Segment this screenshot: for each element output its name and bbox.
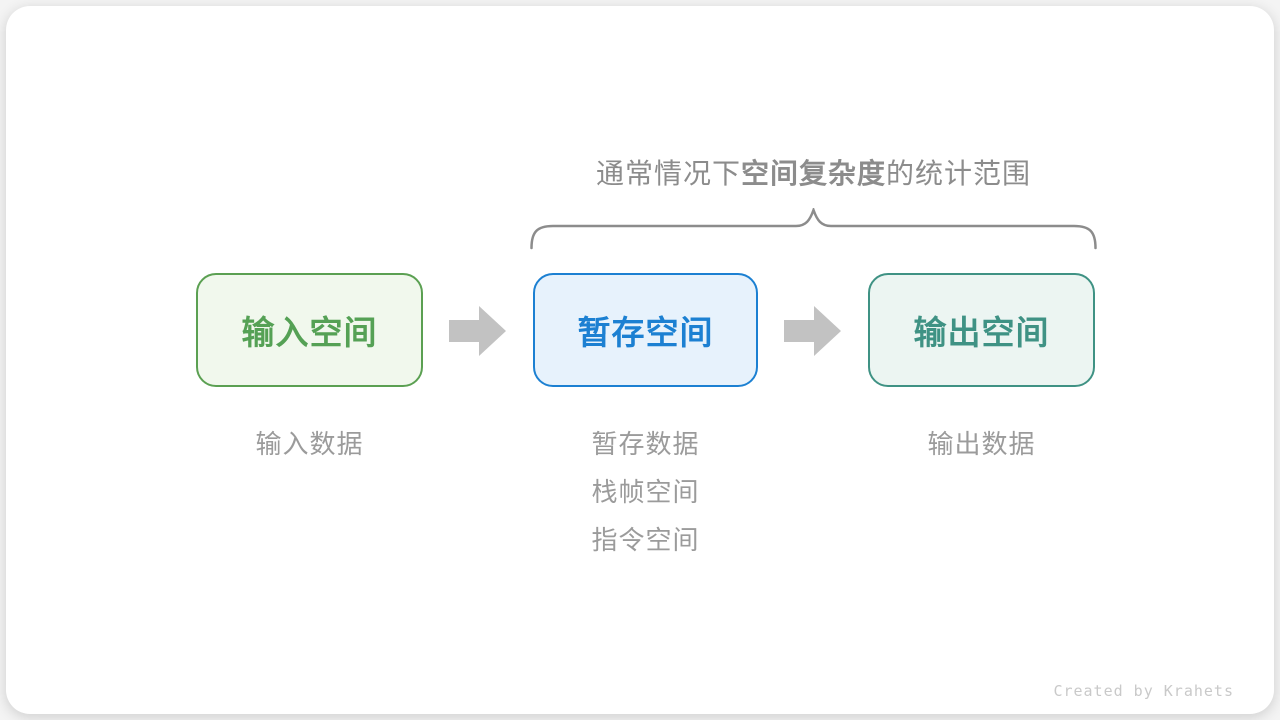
note-stack-frame-space: 栈帧空间 bbox=[591, 477, 700, 507]
box-temporary-space: 暂存空间 bbox=[533, 273, 758, 387]
notes-output-space: 输出数据 bbox=[868, 420, 1095, 468]
box-input-space: 输入空间 bbox=[196, 273, 423, 387]
title-prefix: 通常情况下 bbox=[595, 158, 741, 189]
notes-input-space: 输入数据 bbox=[196, 420, 423, 468]
title-bold-term: 空间复杂度 bbox=[740, 158, 886, 189]
arrow-right-shape bbox=[784, 306, 841, 356]
box-output-space: 输出空间 bbox=[868, 273, 1095, 387]
curly-brace bbox=[530, 208, 1097, 250]
title-suffix: 的统计范围 bbox=[886, 158, 1032, 189]
note-temporary-data: 暂存数据 bbox=[591, 429, 700, 459]
diagram-card: 通常情况下空间复杂度的统计范围 输入空间 暂存空间 输出空间 输入数据 暂存数据… bbox=[6, 6, 1274, 714]
arrow-right-icon bbox=[784, 306, 841, 356]
note-output-data: 输出数据 bbox=[927, 429, 1036, 459]
box-temporary-space-label: 暂存空间 bbox=[577, 314, 714, 351]
note-input-data: 输入数据 bbox=[255, 429, 364, 459]
credit-text: Created by Krahets bbox=[1053, 682, 1234, 700]
arrow-right-icon bbox=[449, 306, 506, 356]
notes-temporary-space: 暂存数据 栈帧空间 指令空间 bbox=[533, 420, 758, 564]
diagram-title: 通常情况下空间复杂度的统计范围 bbox=[531, 152, 1096, 192]
box-input-space-label: 输入空间 bbox=[241, 314, 378, 351]
note-instruction-space: 指令空间 bbox=[591, 525, 700, 555]
box-output-space-label: 输出空间 bbox=[913, 314, 1050, 351]
curly-brace-path bbox=[530, 208, 1097, 250]
arrow-right-shape bbox=[449, 306, 506, 356]
